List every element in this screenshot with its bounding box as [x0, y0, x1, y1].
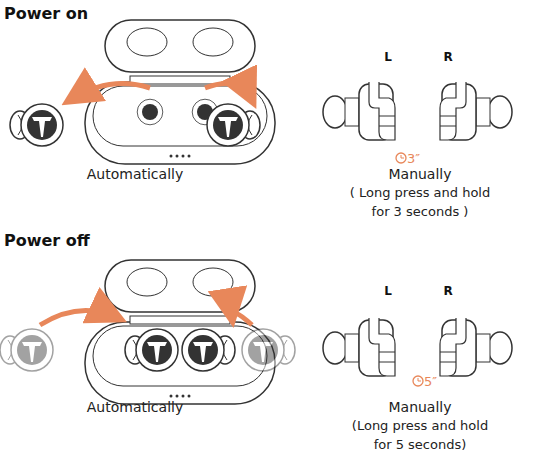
duration-text: 3″ [407, 149, 437, 168]
section-heading: Power off [4, 232, 144, 250]
side-letter: L [378, 48, 398, 67]
instruction-text: (Long press and hold for 5 seconds) [345, 416, 495, 454]
side-letter: R [438, 282, 458, 301]
caption-text: Automatically [75, 398, 195, 416]
caption-text: Manually [360, 165, 480, 183]
duration-text: 5″ [424, 372, 454, 391]
instruction-text: ( Long press and hold for 3 seconds ) [345, 183, 495, 221]
side-letter: R [438, 48, 458, 67]
caption-text: Manually [360, 398, 480, 416]
section-heading: Power on [4, 5, 144, 23]
caption-text: Automatically [75, 165, 195, 183]
side-letter: L [378, 282, 398, 301]
